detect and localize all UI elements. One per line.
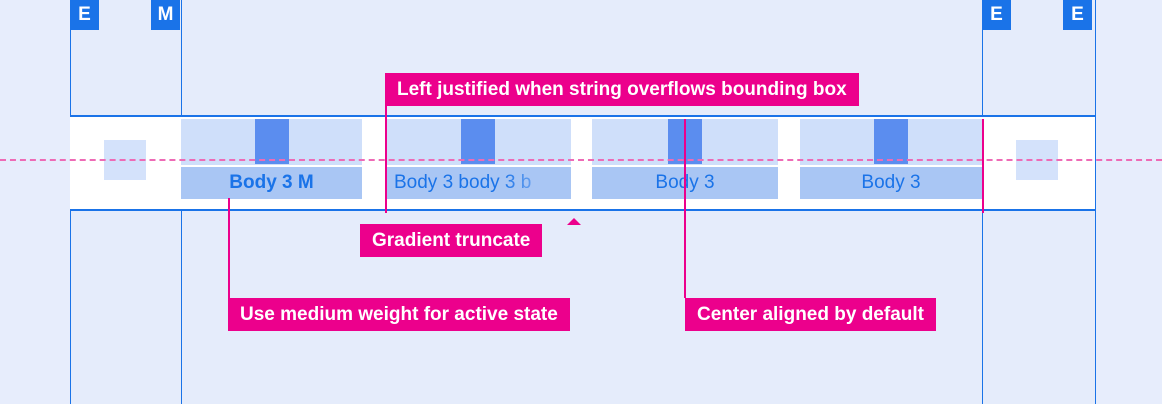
tab-cell-2-label: Body 3 body 3 b xyxy=(394,172,532,193)
edge-badge-right-outer: E xyxy=(1063,0,1092,30)
tab-cell-2[interactable]: Body 3 body 3 b xyxy=(385,119,571,207)
annotation-left-justified: Left justified when string overflows bou… xyxy=(385,73,859,106)
tab-cell-2-label-band: Body 3 body 3 b xyxy=(385,167,571,199)
horizontal-center-guide xyxy=(0,159,1162,161)
tab-cell-1-label: Body 3 M xyxy=(229,172,314,193)
connector-medium-weight xyxy=(228,198,230,298)
annotation-medium-weight: Use medium weight for active state xyxy=(228,298,570,331)
tab-cell-4-label: Body 3 xyxy=(861,172,921,193)
tab-cell-1[interactable]: Body 3 M xyxy=(181,119,362,207)
tab-cell-1-icon-band xyxy=(181,119,362,165)
tab-cell-4-icon-band xyxy=(800,119,982,165)
tab-cell-4[interactable]: Body 3 xyxy=(800,119,982,207)
tab-cell-2-icon-band xyxy=(385,119,571,165)
tab-icon-placeholder-icon xyxy=(254,119,289,164)
annotation-center-aligned: Center aligned by default xyxy=(685,298,936,331)
annotation-gradient-truncate-nub xyxy=(567,218,581,225)
connector-center-aligned xyxy=(684,119,686,298)
vertical-guide-4 xyxy=(1095,0,1096,404)
tab-icon-placeholder-icon xyxy=(874,119,908,164)
tab-icon-placeholder-icon xyxy=(461,119,495,164)
edge-badge-right-inner: E xyxy=(982,0,1011,30)
connector-left-justified xyxy=(385,73,387,213)
annotation-gradient-truncate: Gradient truncate xyxy=(360,224,543,257)
tab-cell-4-label-band: Body 3 xyxy=(800,167,982,199)
connector-gradient-truncate xyxy=(982,119,984,213)
edge-badge-left-inner: M xyxy=(151,0,180,30)
edge-badge-left-outer: E xyxy=(70,0,99,30)
tab-cell-1-label-band: Body 3 M xyxy=(181,167,362,199)
